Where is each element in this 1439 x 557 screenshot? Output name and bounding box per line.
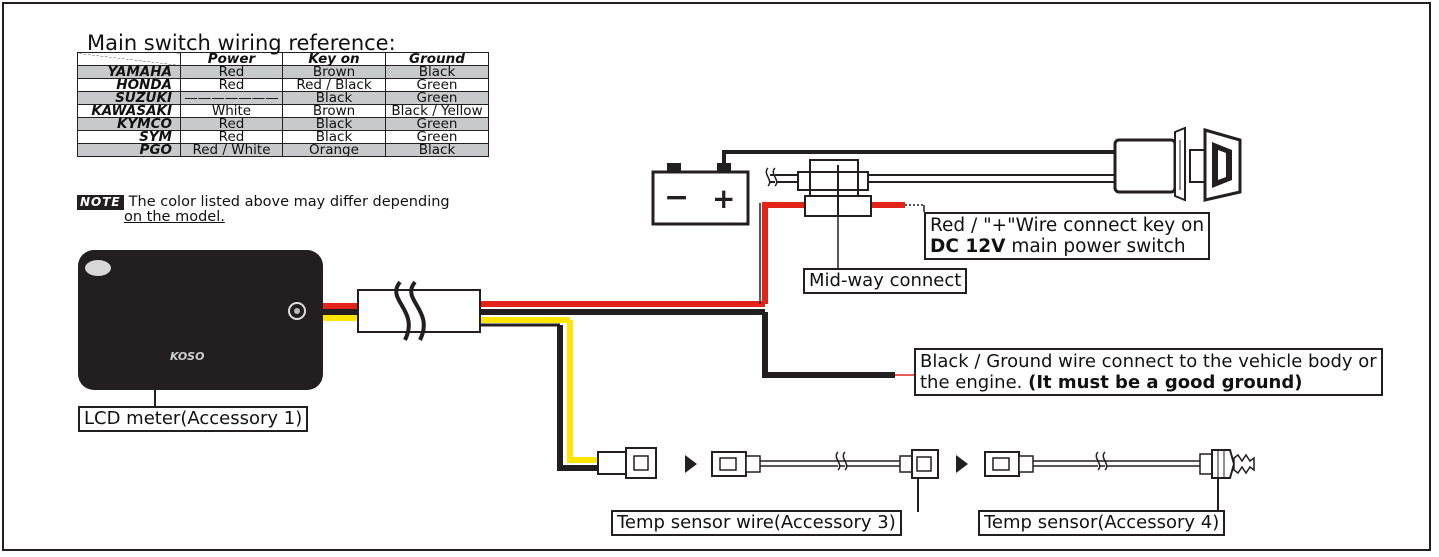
table-title: Main switch wiring reference: — [87, 31, 396, 55]
temp-connector-a — [597, 447, 657, 479]
switch-wires — [722, 150, 1115, 187]
key-switch-icon — [1113, 126, 1242, 202]
battery-minus: − — [664, 180, 689, 215]
yellow-temp-wire — [557, 320, 598, 471]
key-on-cell: Red / Black — [282, 78, 386, 92]
black-wire-label-line-2: the engine. — [920, 372, 1023, 393]
ground-cell: Black / Yellow — [385, 104, 489, 118]
key-on-cell: Orange — [282, 143, 386, 157]
lcd-meter-device: KOSO — [78, 250, 323, 390]
ground-cell: Green — [385, 130, 489, 144]
battery-plus: + — [712, 182, 735, 215]
ground-cell: Green — [385, 91, 489, 105]
temp-sensor-drawing — [984, 449, 1255, 512]
brand-cell: PGO — [77, 143, 181, 157]
red-wire-label: Red / "+"Wire connect key on DC 12V main… — [924, 212, 1211, 260]
midway-connector — [797, 159, 872, 268]
note-line-1: The color listed above may differ depend… — [128, 194, 450, 210]
ground-cell: Black — [385, 65, 489, 79]
black-wire-label: Black / Ground wire connect to the vehic… — [914, 348, 1383, 396]
main-harness — [323, 280, 765, 341]
black-wire-label-line-1: Black / Ground wire connect to the vehic… — [920, 351, 1377, 372]
table-header-row: Power Key on Ground — [77, 52, 489, 66]
ground-cell: Black — [385, 143, 489, 157]
black-wire-label-bold: (It must be a good ground) — [1028, 372, 1303, 393]
arrow-right-icon — [685, 455, 697, 473]
power-cell: White — [180, 104, 283, 118]
brand-cell: YAMAHA — [77, 65, 181, 79]
midway-label: Mid-way connect — [803, 268, 968, 294]
table-row: PGO Red / White Orange Black — [77, 143, 489, 157]
table-corner-cell — [77, 52, 181, 66]
power-cell: Red — [180, 117, 283, 131]
table-row: YAMAHA Red Brown Black — [77, 65, 489, 79]
note-line-2: on the model. — [124, 209, 225, 225]
temp-sensor-wire-drawing — [711, 449, 939, 512]
brand-cell: SUZUKI — [77, 91, 181, 105]
lcd-meter-label: LCD meter(Accessory 1) — [78, 406, 309, 432]
power-cell: Red — [180, 65, 283, 79]
header-power: Power — [180, 52, 283, 66]
temp-sensor-wire-label: Temp sensor wire(Accessory 3) — [611, 510, 902, 536]
brand-cell: KAWASAKI — [77, 104, 181, 118]
arrow-right-icon — [956, 455, 968, 473]
power-cell: Red — [180, 130, 283, 144]
wiring-reference-table: Power Key on Ground YAMAHA Red Brown Bla… — [77, 52, 489, 157]
device-logo: KOSO — [170, 350, 204, 363]
power-cell: ——————— — [180, 91, 283, 105]
temp-sensor-label: Temp sensor(Accessory 4) — [978, 510, 1226, 536]
ground-cell: Green — [385, 78, 489, 92]
key-on-cell: Black — [282, 91, 386, 105]
device-highlight — [85, 260, 111, 276]
cut-symbol-icon — [394, 280, 426, 341]
power-cell: Red — [180, 78, 283, 92]
table-row: HONDA Red Red / Black Green — [77, 78, 489, 92]
key-on-cell: Brown — [282, 104, 386, 118]
brand-cell: KYMCO — [77, 117, 181, 131]
battery-icon: − + — [651, 163, 750, 226]
diagram-frame — [2, 2, 1431, 551]
red-wire — [759, 202, 925, 304]
ground-cell: Green — [385, 117, 489, 131]
table-row: KAWASAKI White Brown Black / Yellow — [77, 104, 489, 118]
brand-cell: HONDA — [77, 78, 181, 92]
red-wire-label-bold: DC 12V — [930, 236, 1006, 257]
red-wire-label-line-1: Red / "+"Wire connect key on — [930, 215, 1205, 236]
note: NOTE The color listed above may differ de… — [77, 195, 450, 225]
black-ground-wire — [762, 312, 915, 378]
brand-cell: SYM — [77, 130, 181, 144]
key-on-cell: Brown — [282, 65, 386, 79]
note-badge: NOTE — [77, 195, 124, 210]
key-on-cell: Black — [282, 117, 386, 131]
header-key-on: Key on — [282, 52, 386, 66]
red-wire-label-suffix: main power switch — [1011, 236, 1186, 257]
table-row: SYM Red Black Green — [77, 130, 489, 144]
table-row: SUZUKI ——————— Black Green — [77, 91, 489, 105]
key-on-cell: Black — [282, 130, 386, 144]
power-cell: Red / White — [180, 143, 283, 157]
header-ground: Ground — [385, 52, 489, 66]
table-row: KYMCO Red Black Green — [77, 117, 489, 131]
